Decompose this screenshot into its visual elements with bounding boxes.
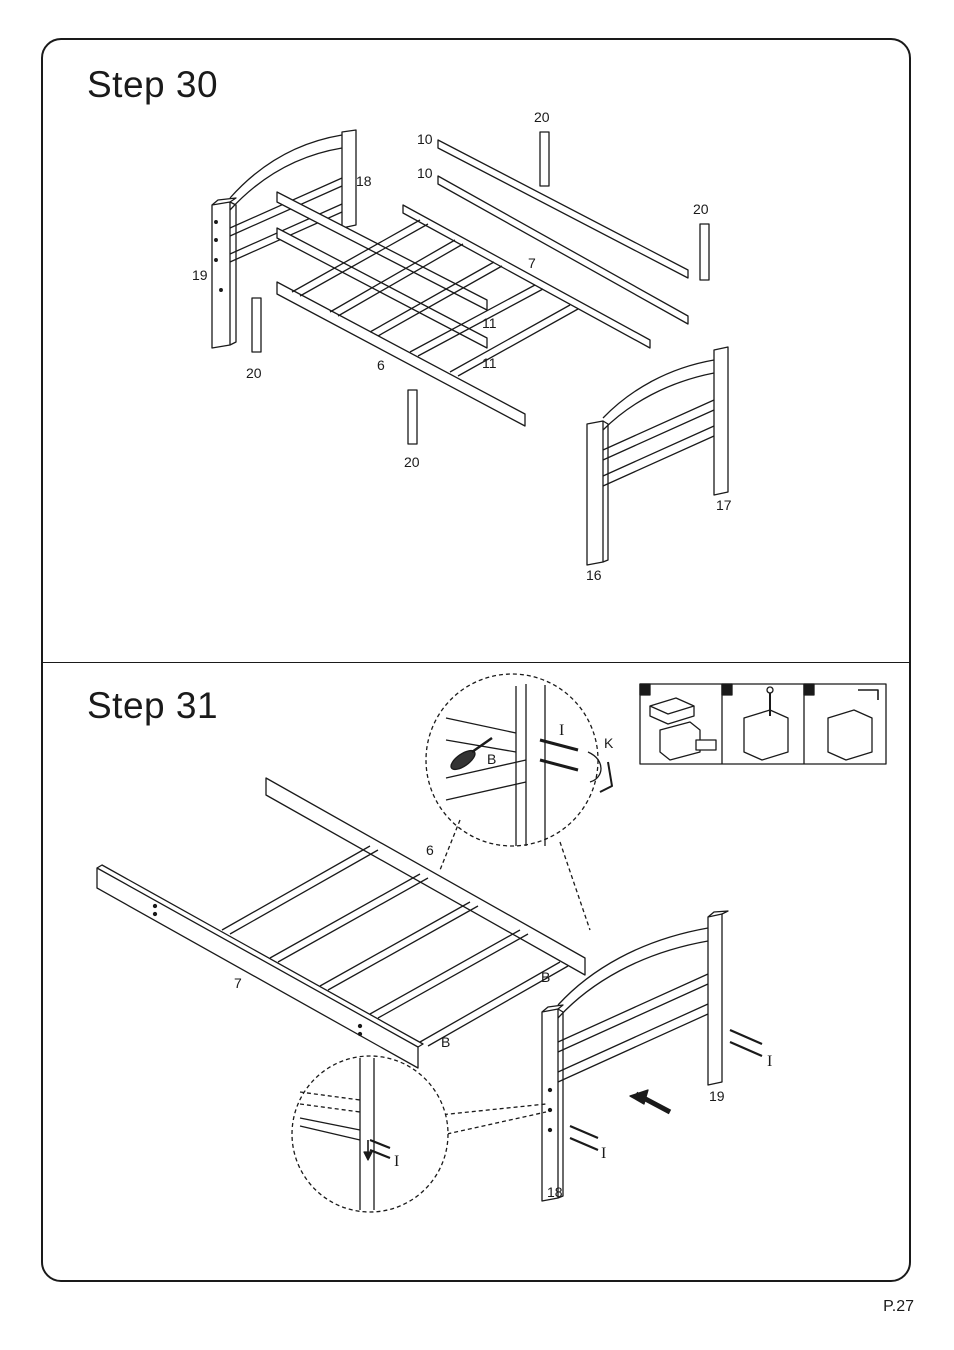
footboard-16-17 bbox=[587, 347, 728, 565]
label-16: 16 bbox=[586, 567, 602, 583]
step-30-diagram: 20 10 10 18 20 19 7 11 11 20 6 20 17 16 bbox=[192, 109, 732, 583]
hardware-inset bbox=[640, 684, 886, 764]
label-20-bottom: 20 bbox=[404, 454, 420, 470]
slat-frame-6-7 bbox=[277, 205, 650, 426]
label-I-right: I bbox=[767, 1053, 772, 1070]
label-B-right: B bbox=[541, 969, 550, 985]
label-10-a: 10 bbox=[417, 131, 433, 147]
label-I-center: I bbox=[601, 1145, 606, 1162]
headboard-step-31 bbox=[420, 911, 762, 1201]
label-7-step31: 7 bbox=[234, 975, 242, 991]
label-7: 7 bbox=[528, 255, 536, 271]
label-17: 17 bbox=[716, 497, 732, 513]
page-number: P.27 bbox=[883, 1298, 914, 1316]
label-11-b: 11 bbox=[482, 355, 497, 371]
label-I-detail: I bbox=[559, 722, 564, 739]
inset-number-3: 3 bbox=[806, 682, 813, 697]
inset-number-2: 2 bbox=[724, 682, 731, 697]
label-19-step31: 19 bbox=[709, 1088, 725, 1104]
label-18: 18 bbox=[356, 173, 372, 189]
label-11-a: 11 bbox=[482, 315, 497, 331]
label-20-top: 20 bbox=[534, 109, 550, 125]
label-I-bottom-detail: I bbox=[394, 1153, 399, 1170]
label-19: 19 bbox=[192, 267, 208, 283]
label-18-step31: 18 bbox=[547, 1184, 563, 1200]
label-K: K bbox=[604, 735, 614, 751]
label-20-right: 20 bbox=[693, 201, 709, 217]
detail-circle-bottom bbox=[292, 1056, 448, 1212]
inset-number-1: 1 bbox=[642, 682, 649, 697]
label-20-left: 20 bbox=[246, 365, 262, 381]
label-B-detail: B bbox=[487, 751, 496, 767]
label-B-left: B bbox=[441, 1034, 450, 1050]
label-6-step31: 6 bbox=[426, 842, 434, 858]
step-31-diagram: I K B 6 7 B B I 19 I I 18 1 2 3 bbox=[97, 674, 886, 1212]
label-6: 6 bbox=[377, 357, 385, 373]
label-10-b: 10 bbox=[417, 165, 433, 181]
